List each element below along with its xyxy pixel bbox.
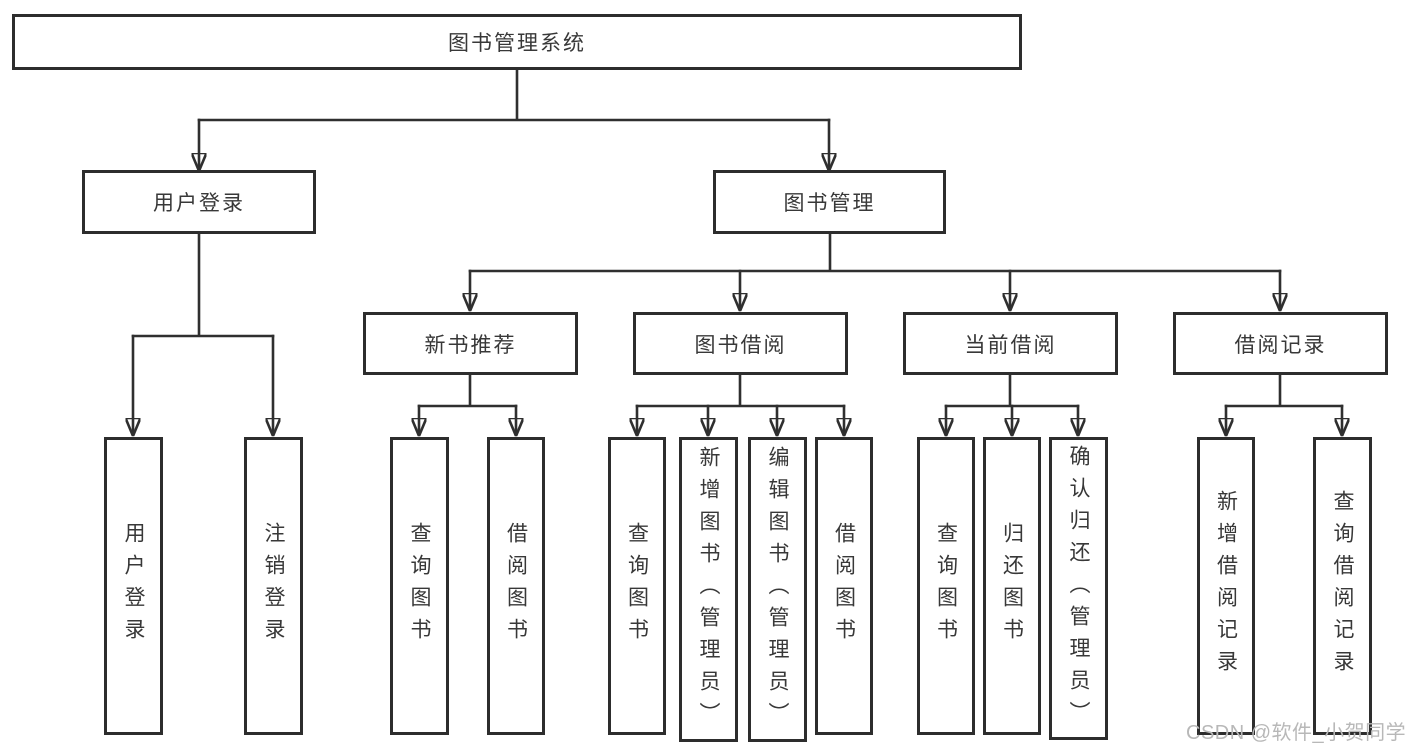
node-book-borrow: 图书借阅 bbox=[633, 312, 848, 375]
connector-trunk-new-book bbox=[417, 373, 518, 408]
node-label: 图书借阅 bbox=[694, 333, 787, 357]
node-label: 新书推荐 bbox=[424, 333, 517, 357]
node-label: 借阅图书 bbox=[832, 522, 856, 650]
leaf-logout: 注销登录 bbox=[244, 437, 303, 735]
leaf-query-borrow-record: 查询借阅记录 bbox=[1313, 437, 1372, 735]
watermark: CSDN @软件_小贺同学 bbox=[1186, 722, 1405, 744]
connector-trunk-book-borrow bbox=[635, 373, 846, 408]
connector-user-login-to-leaves bbox=[131, 231, 275, 437]
node-label: 查询图书 bbox=[625, 522, 649, 650]
node-label: 借阅记录 bbox=[1234, 333, 1327, 357]
node-label: 归还图书 bbox=[1000, 522, 1024, 650]
node-label: 图书管理系统 bbox=[448, 32, 586, 55]
node-label: 图书管理 bbox=[783, 192, 876, 215]
leaf-edit-books-admin: 编辑图书（管理员） bbox=[748, 437, 807, 742]
node-root-system: 图书管理系统 bbox=[12, 14, 1022, 70]
connector-trunk-borrow-records bbox=[1224, 373, 1344, 408]
node-label: 注销登录 bbox=[262, 522, 285, 650]
connector-trunk-user-login bbox=[131, 231, 275, 338]
connector-book-borrow-to-leaves bbox=[635, 373, 846, 437]
leaf-query-books-recommend: 查询图书 bbox=[390, 437, 449, 735]
leaf-add-borrow-record: 新增借阅记录 bbox=[1197, 437, 1255, 735]
node-label: 确认归还（管理员） bbox=[1067, 444, 1090, 733]
leaf-return-books: 归还图书 bbox=[983, 437, 1041, 735]
node-label: 借阅图书 bbox=[504, 522, 528, 650]
node-label: 新增图书（管理员） bbox=[697, 445, 720, 734]
node-label: 查询借阅记录 bbox=[1331, 490, 1354, 682]
leaf-query-books-borrow: 查询图书 bbox=[608, 437, 666, 735]
node-label: 查询图书 bbox=[408, 522, 431, 650]
connector-trunk-current-borrow bbox=[944, 373, 1080, 408]
connector-trunk-root bbox=[197, 66, 831, 122]
node-current-borrow: 当前借阅 bbox=[903, 312, 1118, 375]
node-label: 用户登录 bbox=[153, 192, 245, 215]
leaf-add-books-admin: 新增图书（管理员） bbox=[679, 437, 738, 742]
node-label: 查询图书 bbox=[934, 522, 958, 650]
leaf-borrow-books: 借阅图书 bbox=[815, 437, 873, 735]
node-borrow-records: 借阅记录 bbox=[1173, 312, 1388, 375]
node-label: 编辑图书（管理员） bbox=[766, 445, 789, 734]
node-user-login: 用户登录 bbox=[82, 170, 316, 234]
node-label: 用户登录 bbox=[122, 522, 145, 650]
leaf-borrow-books-recommend: 借阅图书 bbox=[487, 437, 545, 735]
connector-current-borrow-to-leaves bbox=[944, 373, 1080, 437]
node-book-mgmt: 图书管理 bbox=[713, 170, 946, 234]
node-new-book-recommend: 新书推荐 bbox=[363, 312, 578, 375]
node-label: 新增借阅记录 bbox=[1214, 490, 1238, 682]
leaf-confirm-return-admin: 确认归还（管理员） bbox=[1049, 437, 1108, 740]
connector-trunk-book-mgmt bbox=[468, 231, 1282, 273]
connector-new-book-to-leaves bbox=[417, 373, 518, 437]
connector-book-mgmt-to-modules bbox=[468, 231, 1282, 312]
connector-borrow-records-to-leaves bbox=[1224, 373, 1344, 437]
node-label: 当前借阅 bbox=[964, 333, 1057, 357]
connector-root-to-level1 bbox=[197, 66, 831, 172]
leaf-query-books-current: 查询图书 bbox=[917, 437, 975, 735]
leaf-user-login: 用户登录 bbox=[104, 437, 163, 735]
